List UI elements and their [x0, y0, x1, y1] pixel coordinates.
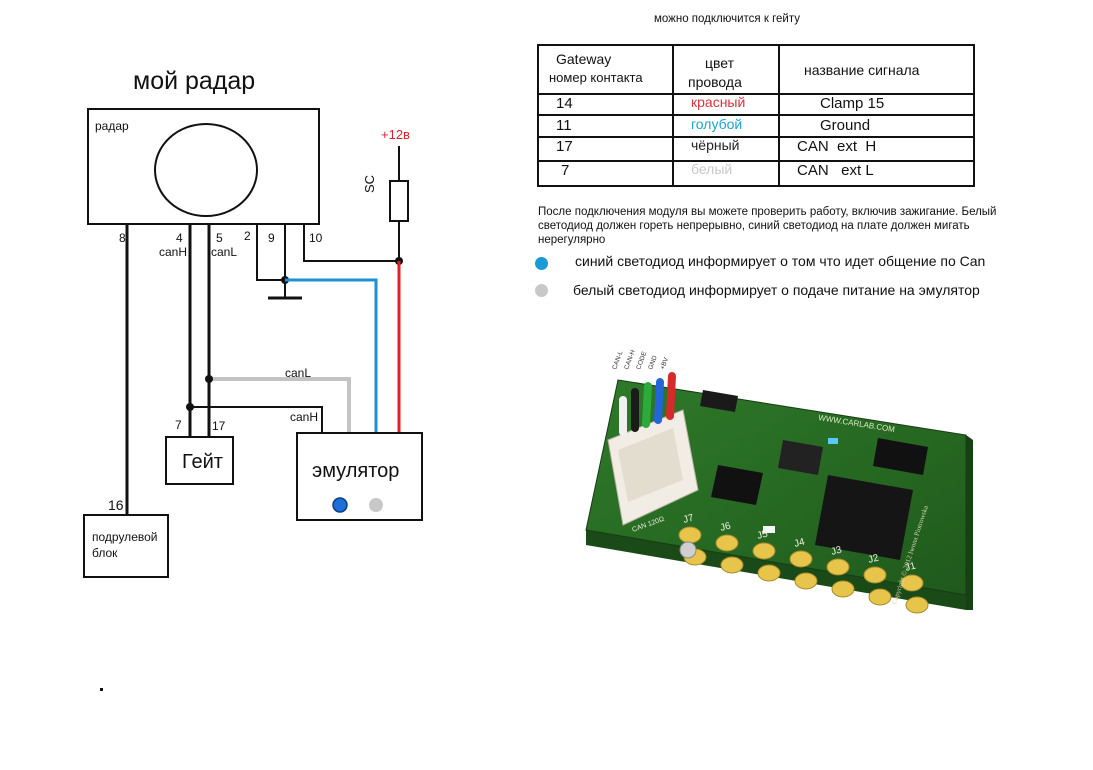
svg-text:J2: J2 [867, 552, 880, 565]
jumper-j2: J2 [863, 552, 892, 606]
instructions-paragraph: После подключения модуля вы можете прове… [538, 206, 997, 246]
pin-10-label: 10 [309, 231, 323, 245]
table-cell-pin: 7 [561, 162, 570, 179]
chip-left [711, 465, 763, 505]
svg-text:J5: J5 [756, 528, 769, 541]
pin-4-label: 4 [176, 231, 183, 245]
col2-header-line1: цвет [705, 55, 735, 71]
blue-led-indicator [535, 257, 548, 270]
table-cell-pin: 14 [556, 95, 573, 112]
gate-pin-17-label: 17 [212, 419, 226, 433]
chip-small-top [700, 390, 738, 412]
radar-label: радар [95, 119, 129, 133]
jumper-j6: J6 [715, 520, 744, 574]
svg-text:J4: J4 [793, 536, 806, 549]
fuse-label: SC [362, 174, 377, 193]
chip-right-top [873, 438, 928, 475]
gateway-table-grid [537, 44, 975, 187]
jumper-j5: J5 [752, 528, 781, 582]
jumper-j1: J1 [900, 560, 929, 614]
connector [607, 409, 699, 526]
wire-black-canH [190, 406, 323, 433]
svg-text:J1: J1 [904, 560, 917, 573]
col1-header-line2: номер контакта [549, 70, 643, 85]
steering-box [83, 514, 169, 578]
table-cell-signal: CAN ext H [797, 138, 877, 155]
pin-5-label: 5 [216, 231, 223, 245]
table-cell-color: голубой [691, 116, 743, 132]
table-caption: можно подключится к гейту [654, 13, 800, 25]
canH-pin-label: canH [159, 245, 188, 259]
bus-canH-label: canH [290, 410, 319, 424]
canL-node [205, 375, 213, 383]
white-led-indicator [535, 284, 548, 297]
table-cell-pin: 17 [556, 138, 573, 155]
canL-pin-label: canL [211, 245, 238, 259]
jumper-j4: J4 [789, 536, 818, 590]
diagram-title: мой радар [133, 67, 256, 95]
svg-text:J7: J7 [682, 512, 695, 525]
pwr-led [763, 526, 775, 533]
table-cell-signal: Ground [820, 117, 871, 134]
mounting-hole [679, 541, 697, 559]
col3-header: название сигнала [804, 62, 920, 78]
fuse [389, 180, 409, 222]
col2-header-line2: провода [688, 74, 742, 90]
wire-label: GND [647, 354, 659, 370]
radar-circle [154, 123, 258, 217]
gate-box [165, 436, 234, 485]
table-cell-color: белый [691, 161, 733, 177]
wire-bundle [619, 372, 676, 436]
wire-pin10 [303, 224, 399, 262]
col1-header-line1: Gateway [556, 51, 612, 67]
bus-canL-label: canL [285, 366, 312, 380]
table-cell-color: красный [691, 94, 746, 110]
canH-node [186, 403, 194, 411]
blue-led-text: синий светодиод информирует о том что ид… [575, 253, 986, 269]
steering-label: подрулевой блок [92, 530, 158, 560]
power-label: +12в [381, 127, 410, 142]
pin-9-label: 9 [268, 231, 275, 245]
emulator-grey-led [369, 498, 383, 512]
chip-regulator [778, 440, 823, 475]
stray-dot [100, 688, 103, 691]
pin-8-label: 8 [119, 231, 126, 245]
gate-label: Гейт [182, 451, 223, 473]
wire-grey-canL [209, 377, 351, 433]
svg-text:J6: J6 [719, 520, 732, 533]
table-cell-signal: CAN ext L [797, 162, 874, 179]
emulator-box [296, 432, 423, 521]
table-cell-signal: Clamp 15 [820, 95, 885, 112]
gate-pin-7-label: 7 [175, 418, 182, 432]
table-cell-color: чёрный [691, 137, 740, 153]
emulator-blue-led [332, 497, 348, 513]
jumper-j3: J3 [826, 544, 855, 598]
emulator-label: эмулятор [312, 460, 400, 482]
wire-pin2 [256, 224, 286, 281]
white-led-text: белый светодиод информирует о подаче пит… [573, 282, 980, 298]
wire-blue [285, 278, 378, 433]
chip-mcu [815, 475, 913, 560]
code-led [828, 438, 838, 444]
pin-2-label: 2 [244, 229, 251, 243]
steering-pin-label: 16 [108, 497, 124, 513]
svg-text:J3: J3 [830, 544, 843, 557]
pcb-edge-side [966, 435, 973, 610]
wire-label: +BV [659, 356, 670, 371]
table-cell-pin: 11 [556, 117, 572, 134]
